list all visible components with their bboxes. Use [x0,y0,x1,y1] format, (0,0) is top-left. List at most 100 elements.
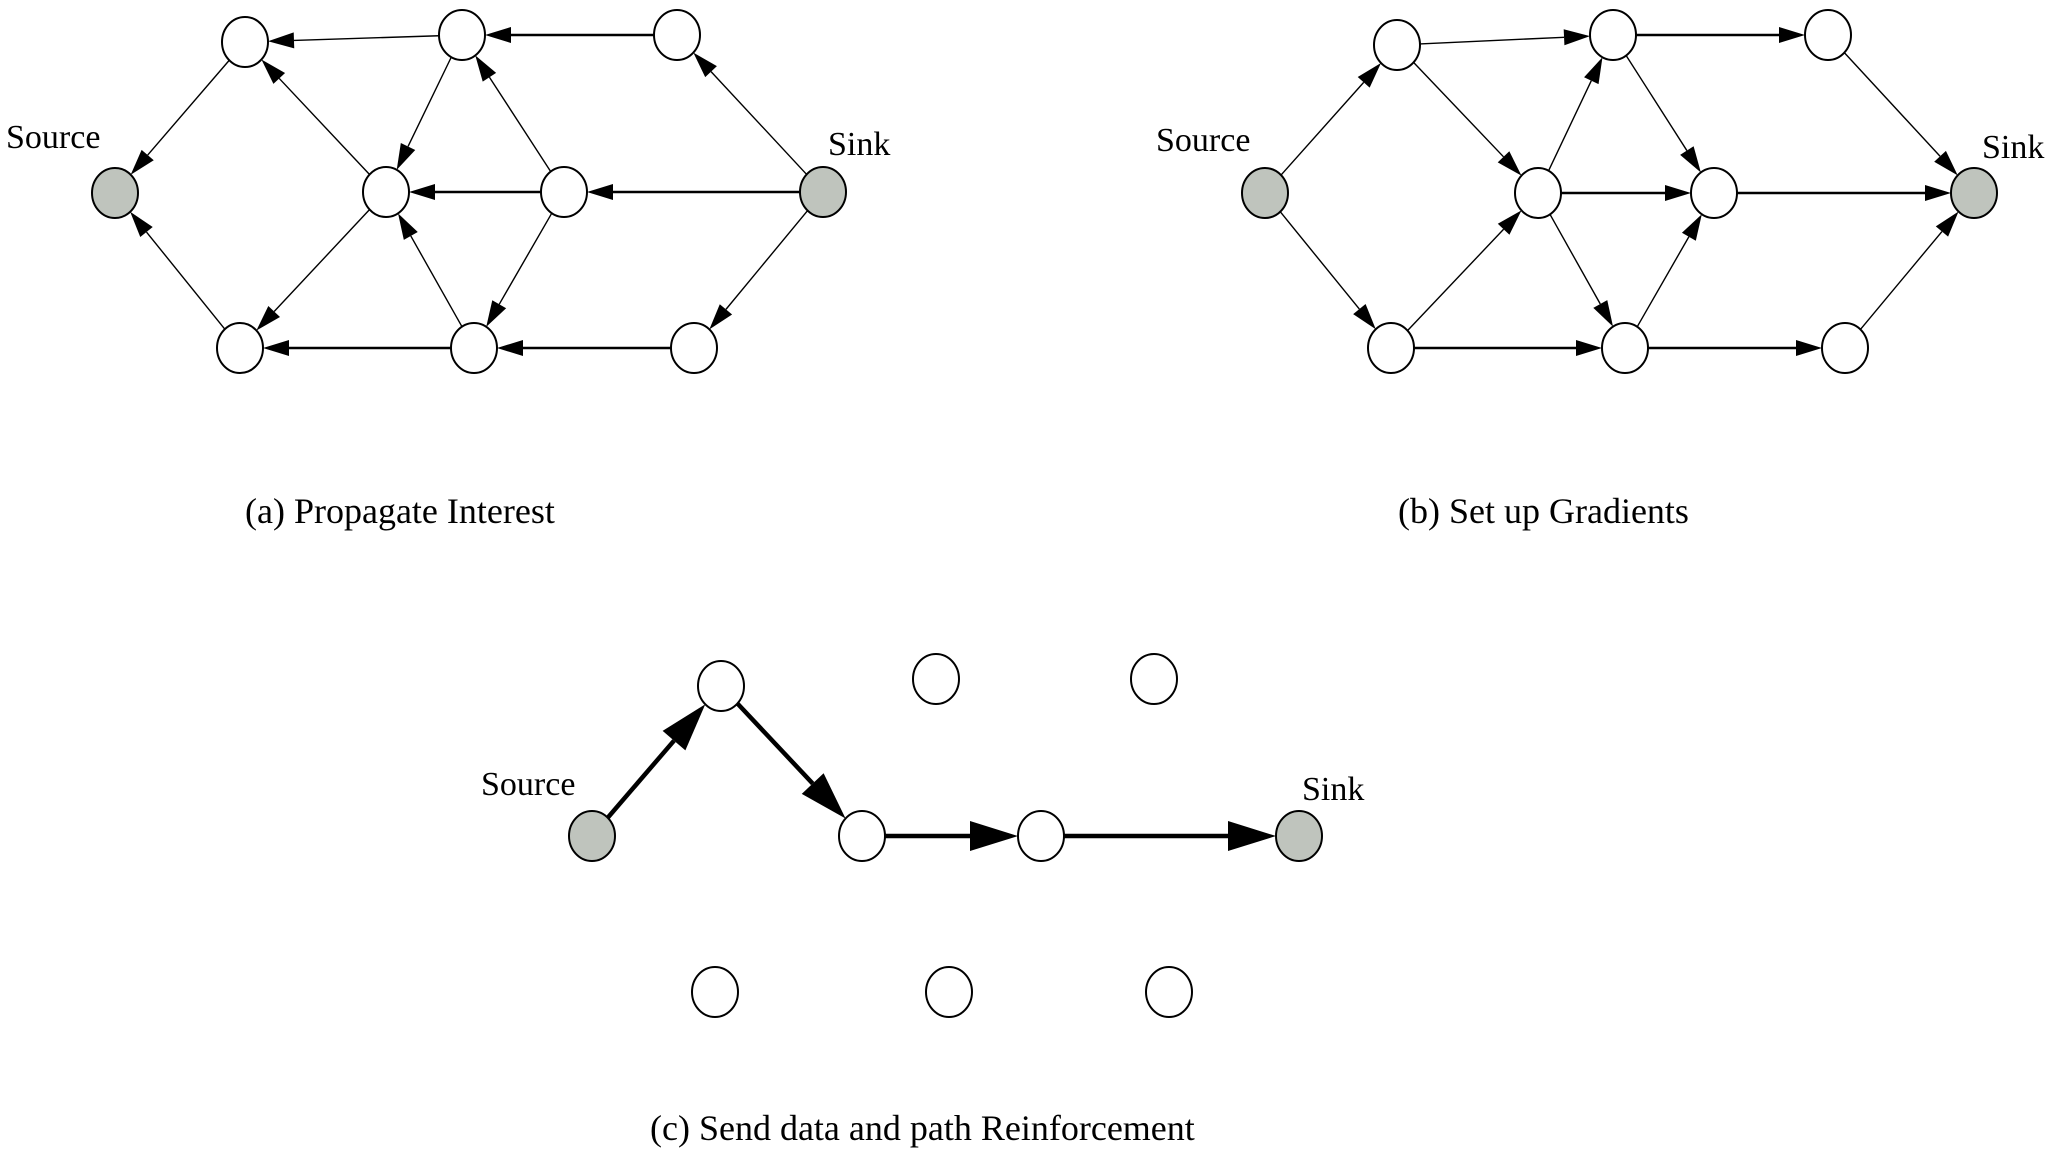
arrowhead-icon [1228,821,1276,851]
nodes [1241,9,1998,374]
arrowhead-icon [263,340,289,356]
arrowhead-icon [130,211,153,238]
edge-mr-to-tm [488,76,552,172]
edge-source-to-bl [1279,211,1360,310]
arrowhead-icon [497,340,523,356]
arrowhead-icon [1353,304,1376,330]
edge-bl-to-source [145,231,226,330]
edge-tl-to-ml [1413,61,1505,158]
sensor-node [1589,9,1637,61]
edge-ml-to-tl [278,77,371,175]
edge-bl-to-ml [1407,228,1505,332]
arrowhead-icon [261,59,286,84]
sensor-node [1145,966,1193,1018]
arrowhead-icon [1497,151,1522,176]
sink-label: Sink [1302,771,1364,808]
arrowhead-icon [1357,62,1381,88]
edge-tm-to-mr [1625,55,1688,151]
arrowhead-icon [409,184,435,200]
sensor-node [1514,167,1562,219]
arrowhead-icon [1934,150,1958,176]
sink-label: Sink [1982,129,2044,166]
edge-tl-to-source [147,59,230,156]
sensor-node [1130,653,1178,705]
arrowhead-icon [1665,185,1691,201]
panel-a: Source Sink (a) Propagate Interest [6,9,890,531]
arrowhead-icon [486,300,507,327]
arrowhead-icon [1680,146,1701,173]
sensor-node [438,9,486,61]
edges [130,27,809,356]
edge-ml-to-tm [1547,80,1592,172]
sensor-node [1601,322,1649,374]
edges [1279,27,1959,356]
edge-source-to-a [606,739,676,820]
sensor-node [221,16,269,68]
arrowhead-icon [485,27,511,43]
source-node [1241,167,1289,219]
arrowhead-icon [587,184,613,200]
arrowhead-icon [662,704,706,751]
sink-node [1275,810,1323,862]
arrowhead-icon [1779,27,1805,43]
sink-node [799,166,847,218]
sensor-node [670,322,718,374]
arrowhead-icon [1681,214,1702,241]
arrowhead-icon [130,149,154,175]
source-node [91,167,139,219]
edge-bm-to-ml [410,235,463,328]
edge-sink-to-tr [710,71,808,175]
arrowhead-icon [1563,29,1591,46]
arrowhead-icon [1593,300,1614,327]
source-label: Source [6,119,100,156]
edge-ml-to-bm [1549,213,1601,305]
sink-label: Sink [828,126,890,163]
arrowhead-icon [1584,57,1603,85]
edge-bm-to-mr [1636,236,1690,328]
caption-a: (a) Propagate Interest [245,491,555,531]
edge-mr-to-bm [498,212,553,305]
arrowhead-icon [801,773,846,819]
arrowhead-icon [1497,210,1522,235]
sensor-node [697,660,745,712]
sensor-node [216,322,264,374]
arrowhead-icon [256,306,281,331]
edge-tl-to-tm [1419,36,1565,45]
arrowhead-icon [709,304,733,330]
arrowhead-icon [1925,185,1951,201]
sensor-node [450,322,498,374]
caption-b: (b) Set up Gradients [1398,491,1689,531]
sensor-node [838,810,886,862]
arrowhead-icon [475,55,497,82]
arrowhead-icon [396,142,416,170]
edge-tm-to-tl [293,35,440,42]
sensor-node [1373,19,1421,71]
arrowhead-icon [1576,340,1602,356]
edge-tr-to-sink [1843,52,1941,157]
sensor-node [1367,322,1415,374]
sensor-node [362,166,410,218]
sensor-node [1690,167,1738,219]
sink-node [1950,167,1998,219]
edge-a-to-d [735,701,815,786]
sensor-node [691,966,739,1018]
arrowhead-icon [398,213,418,240]
panel-b: Source Sink (b) Set up Gradients [1156,9,2044,531]
sensor-node [912,653,960,705]
sensor-node [653,9,701,61]
edge-ml-to-bl [273,209,371,312]
source-node [568,810,616,862]
sensor-node [1821,322,1869,374]
nodes [568,653,1323,1018]
sensor-node [1804,9,1852,61]
arrowhead-icon [693,52,717,78]
edge-source-to-tl [1280,81,1365,176]
arrowhead-icon [1935,211,1959,237]
sensor-node [1017,810,1065,862]
panel-c: Source Sink (c) Send data and path Reinf… [481,653,1364,1148]
sensor-node [925,966,973,1018]
source-label: Source [1156,122,1250,159]
edge-br-to-sink [1859,231,1943,330]
arrowhead-icon [970,821,1018,851]
